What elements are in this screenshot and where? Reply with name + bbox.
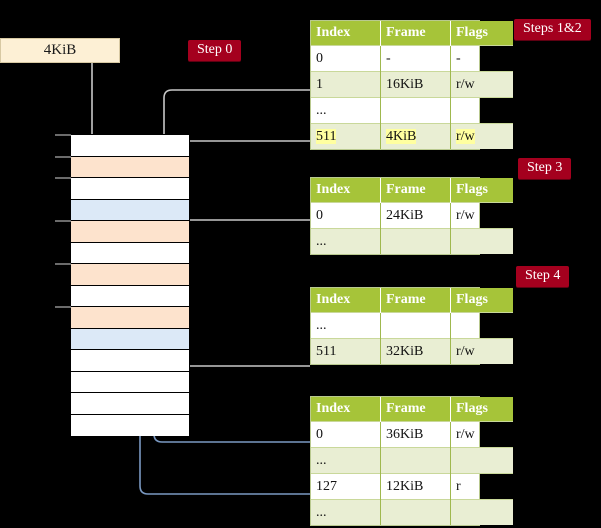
table-row: ...	[311, 312, 513, 339]
memory-row-1	[71, 156, 189, 178]
cell-index: ...	[311, 499, 381, 525]
memory-row-5	[71, 242, 189, 264]
column-header-frame: Frame	[380, 178, 451, 203]
column-header-index: Index	[311, 397, 381, 422]
memory-row-6	[71, 264, 189, 286]
memory-row-8	[71, 307, 189, 329]
cell-index: ...	[311, 312, 381, 339]
column-header-frame: Frame	[380, 397, 451, 422]
cell-index: 0	[311, 45, 381, 72]
cell-index: 511	[311, 338, 381, 364]
memory-tick-4	[55, 220, 71, 222]
table-row: 0--	[311, 45, 513, 72]
cell-flags	[450, 228, 513, 254]
cell-flags: r/w	[450, 202, 513, 229]
badge-step-3: Step 3	[518, 158, 572, 179]
memory-tick-8	[55, 306, 71, 308]
memory-tick-0	[55, 134, 71, 136]
cell-flags: r/w	[450, 338, 513, 364]
memory-row-13	[71, 414, 189, 436]
table-row: ...	[311, 97, 513, 124]
cell-frame	[380, 228, 451, 254]
cell-flags: r/w	[450, 123, 513, 149]
memory-row-7	[71, 285, 189, 307]
memory-row-3	[71, 199, 189, 221]
memory-row-0	[71, 135, 189, 157]
cell-frame	[380, 447, 451, 474]
cell-frame	[380, 97, 451, 124]
table-row: ...	[311, 228, 513, 254]
column-header-frame: Frame	[380, 21, 451, 46]
memory-row-4	[71, 221, 189, 243]
cell-flags: r/w	[450, 421, 513, 448]
cell-index: 1	[311, 71, 381, 98]
column-header-index: Index	[311, 178, 381, 203]
cell-flags: -	[450, 45, 513, 72]
cell-flags	[450, 97, 513, 124]
link-table3-to-memory	[174, 314, 310, 367]
column-header-index: Index	[311, 21, 381, 46]
cell-frame: -	[380, 45, 451, 72]
cell-frame: 36KiB	[380, 421, 451, 448]
cell-index: 511	[311, 123, 381, 149]
cell-index: 127	[311, 473, 381, 500]
badge-steps-1-2: Steps 1&2	[514, 19, 591, 40]
badge-step-0: Step 0	[188, 40, 242, 61]
link-table2-to-memory	[179, 219, 310, 272]
column-header-frame: Frame	[380, 288, 451, 313]
source-frame-label: 4KiB	[43, 42, 77, 58]
cell-frame: 12KiB	[380, 473, 451, 500]
table-row: ...	[311, 499, 513, 525]
cell-index: ...	[311, 97, 381, 124]
cell-index: 0	[311, 202, 381, 229]
memory-row-10	[71, 350, 189, 372]
memory-row-2	[71, 178, 189, 200]
badge-step-4: Step 4	[516, 266, 570, 287]
cell-frame: 32KiB	[380, 338, 451, 364]
cell-index: ...	[311, 228, 381, 254]
cell-frame	[380, 312, 451, 339]
cell-frame	[380, 499, 451, 525]
cell-flags	[450, 499, 513, 525]
cell-index: ...	[311, 447, 381, 474]
column-header-flags: Flags	[450, 178, 513, 203]
cell-flags: r/w	[450, 71, 513, 98]
cell-frame: 24KiB	[380, 202, 451, 229]
memory-row-9	[71, 328, 189, 350]
cell-flags	[450, 447, 513, 474]
column-header-flags: Flags	[450, 288, 513, 313]
physical-memory-column	[70, 134, 190, 436]
cell-frame: 4KiB	[380, 123, 451, 149]
source-frame-box: 4KiB	[0, 38, 120, 63]
table-row: ...	[311, 447, 513, 474]
column-header-flags: Flags	[450, 21, 513, 46]
cell-index: 0	[311, 421, 381, 448]
cell-flags	[450, 312, 513, 339]
column-header-flags: Flags	[450, 397, 513, 422]
memory-tick-6	[55, 263, 71, 265]
memory-row-12	[71, 393, 189, 415]
cell-frame: 16KiB	[380, 71, 451, 98]
memory-tick-1	[55, 155, 71, 158]
memory-row-11	[71, 371, 189, 393]
memory-tick-2	[55, 177, 71, 179]
cell-flags: r	[450, 473, 513, 500]
column-header-index: Index	[311, 288, 381, 313]
link-memory-to-table2	[179, 140, 310, 160]
